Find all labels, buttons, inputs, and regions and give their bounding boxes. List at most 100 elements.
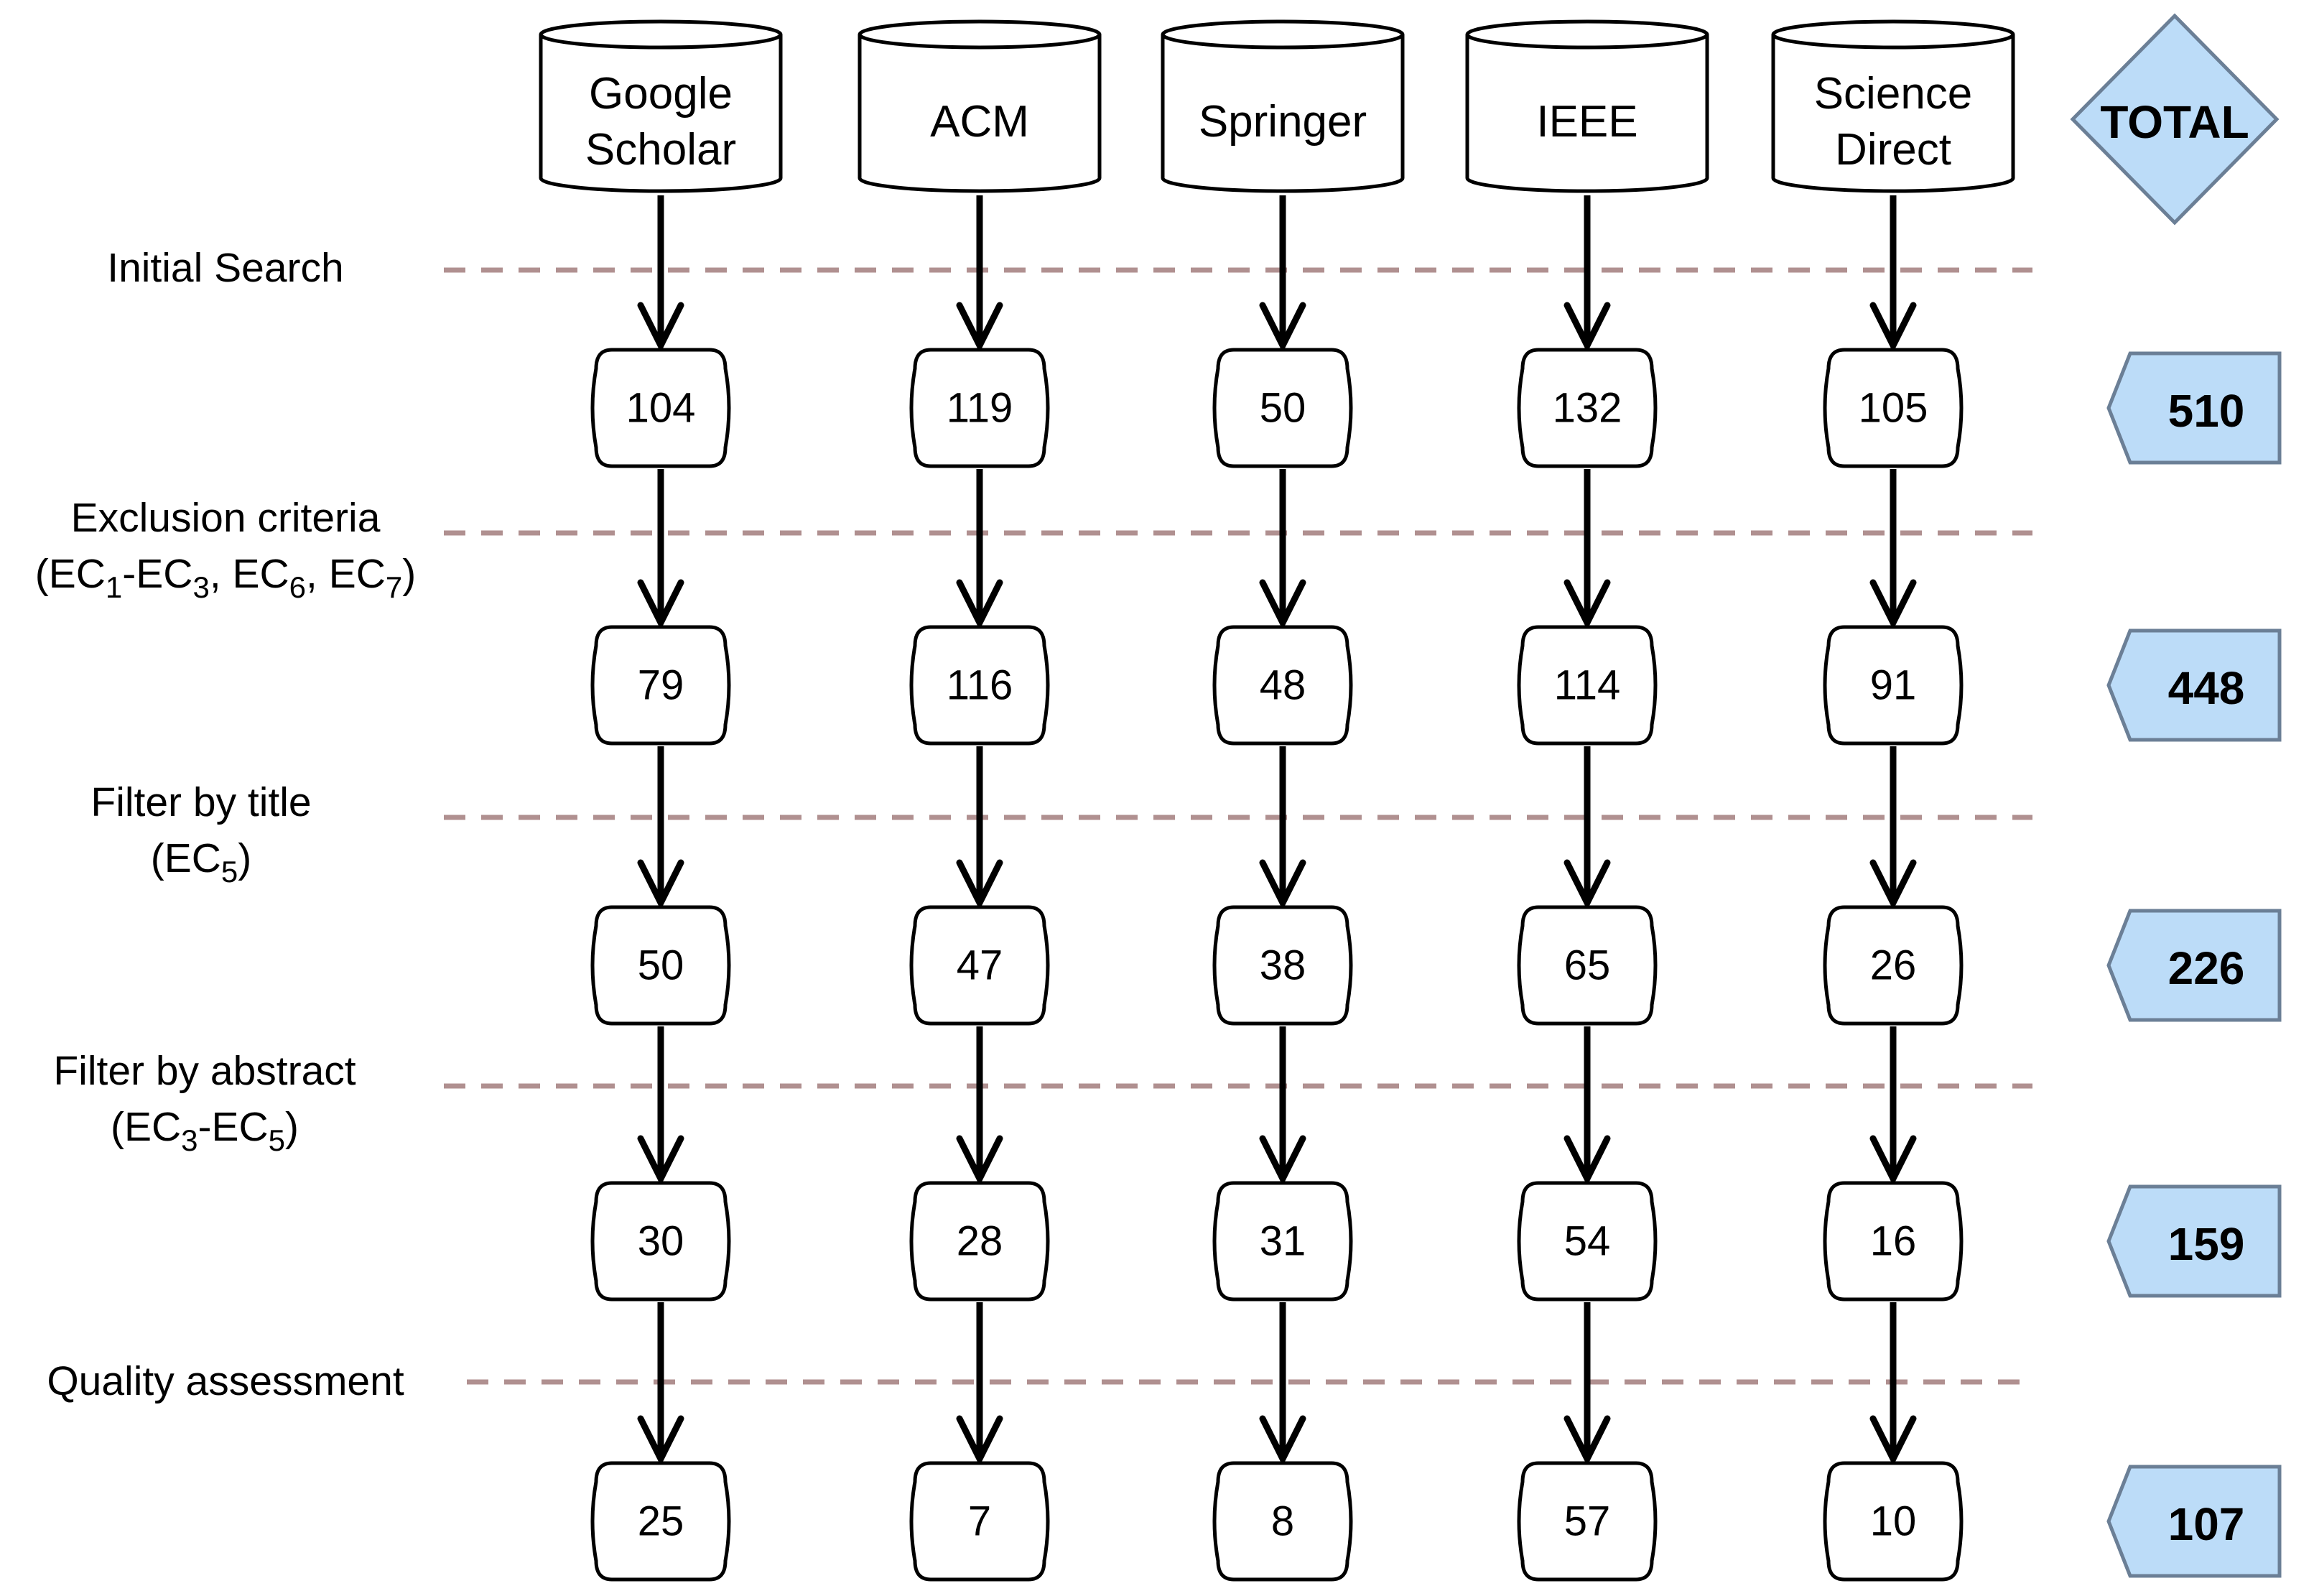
- source-label: Science: [1814, 69, 1973, 119]
- stage-label-5: Quality assessment: [47, 1358, 404, 1404]
- down-arrow: [1869, 469, 1917, 631]
- count-value: 79: [638, 662, 684, 709]
- count-value: 8: [1271, 1498, 1294, 1545]
- count-value: 26: [1870, 942, 1917, 989]
- count-box: 132: [1517, 348, 1658, 468]
- stage-label-line: (EC1-EC3, EC6, EC7): [35, 551, 416, 604]
- down-arrow: [1869, 746, 1917, 911]
- count-box: 16: [1823, 1181, 1964, 1302]
- count-box: 91: [1823, 625, 1964, 746]
- stage-label-line: (EC3-EC5): [111, 1104, 299, 1157]
- count-box: 105: [1823, 348, 1964, 468]
- count-box: 38: [1212, 905, 1353, 1026]
- count-box: 8: [1212, 1461, 1353, 1582]
- count-value: 119: [947, 385, 1013, 432]
- source-label: Direct: [1835, 125, 1951, 175]
- count-box: 25: [590, 1461, 731, 1582]
- stage-label-line: Filter by abstract: [53, 1048, 356, 1094]
- stage-label-line: (EC5): [151, 835, 252, 889]
- count-box: 28: [909, 1181, 1050, 1302]
- count-box: 7: [909, 1461, 1050, 1582]
- stage-label-4: Filter by abstract (EC3-EC5): [53, 1048, 356, 1157]
- count-value: 47: [957, 942, 1003, 989]
- total-value: 159: [2168, 1218, 2245, 1270]
- down-arrow: [1563, 195, 1611, 353]
- down-arrow: [956, 1026, 1003, 1187]
- count-value: 38: [1260, 942, 1306, 989]
- down-arrow: [1259, 746, 1306, 911]
- count-value: 104: [626, 385, 696, 432]
- database-icon: [1161, 19, 1405, 193]
- count-box: 10: [1823, 1461, 1964, 1582]
- stage-label-line: Exclusion criteria: [71, 495, 381, 541]
- stage-label-line: Filter by title: [90, 779, 311, 825]
- total-value: 226: [2168, 942, 2245, 994]
- stage-label-1: Initial Search: [107, 245, 344, 291]
- down-arrow: [1259, 195, 1306, 353]
- count-value: 30: [638, 1218, 684, 1265]
- count-box: 57: [1517, 1461, 1658, 1582]
- total-value: 448: [2168, 662, 2245, 714]
- down-arrow: [1563, 469, 1611, 631]
- down-arrow: [956, 1302, 1003, 1467]
- count-box: 79: [590, 625, 731, 746]
- total-header-label: TOTAL: [2100, 96, 2249, 148]
- total-badge: 448: [2106, 628, 2282, 742]
- stage-divider-lines: [444, 267, 2032, 1385]
- count-box: 65: [1517, 905, 1658, 1026]
- down-arrow: [1563, 1026, 1611, 1187]
- total-value: 107: [2168, 1498, 2245, 1550]
- down-arrow: [1869, 195, 1917, 353]
- count-value: 7: [968, 1498, 991, 1545]
- count-value: 28: [957, 1218, 1003, 1265]
- down-arrow: [1869, 1026, 1917, 1187]
- count-value: 54: [1564, 1218, 1611, 1265]
- source-label: IEEE: [1536, 97, 1637, 147]
- count-value: 50: [1260, 385, 1306, 432]
- count-box: 48: [1212, 625, 1353, 746]
- count-box: 31: [1212, 1181, 1353, 1302]
- source-label: Springer: [1199, 97, 1367, 147]
- count-value: 48: [1260, 662, 1306, 709]
- total-badge: 107: [2106, 1465, 2282, 1578]
- count-value: 16: [1870, 1218, 1917, 1265]
- database-icon: [1465, 19, 1709, 193]
- count-box: 26: [1823, 905, 1964, 1026]
- database-icon: [858, 19, 1102, 193]
- down-arrow: [1563, 1302, 1611, 1467]
- count-value: 114: [1554, 662, 1620, 709]
- count-value: 57: [1564, 1498, 1611, 1545]
- source-database-3: Springer: [1161, 19, 1405, 193]
- total-badge: 226: [2106, 909, 2282, 1022]
- down-arrow: [1563, 746, 1611, 911]
- stage-label-2: Exclusion criteria (EC1-EC3, EC6, EC7): [35, 495, 416, 604]
- source-database-2: ACM: [858, 19, 1102, 193]
- down-arrow: [637, 1302, 684, 1467]
- database-icon: [1771, 19, 2015, 193]
- count-value: 50: [638, 942, 684, 989]
- count-box: 50: [1212, 348, 1353, 468]
- count-value: 31: [1260, 1218, 1306, 1265]
- count-box: 47: [909, 905, 1050, 1026]
- down-arrow: [1259, 1026, 1306, 1187]
- source-database-4: IEEE: [1465, 19, 1709, 193]
- down-arrow: [956, 746, 1003, 911]
- count-value: 116: [947, 662, 1013, 709]
- count-value: 65: [1564, 942, 1611, 989]
- down-arrow: [1869, 1302, 1917, 1467]
- down-arrow: [956, 469, 1003, 631]
- count-box: 104: [590, 348, 731, 468]
- total-column: TOTAL 510 448 226 159 107: [2070, 13, 2282, 1578]
- source-label: Google: [589, 69, 733, 119]
- diamond-shape: [2070, 13, 2280, 226]
- total-badge: 159: [2106, 1184, 2282, 1298]
- total-badge: 510: [2106, 351, 2282, 465]
- count-value: 25: [638, 1498, 684, 1545]
- count-value: 132: [1553, 385, 1622, 432]
- source-label: ACM: [930, 97, 1029, 147]
